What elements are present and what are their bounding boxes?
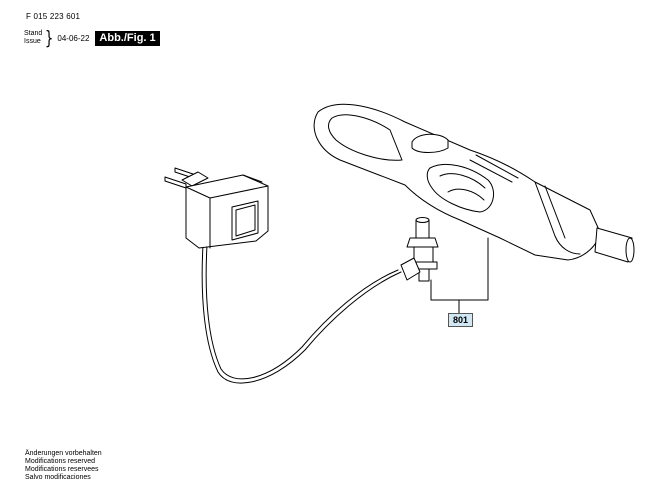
footnote: Änderungen vorbehalten Modifications res… — [25, 450, 102, 482]
stand-label: Stand — [24, 30, 43, 37]
part-number: F 015 223 601 — [26, 12, 81, 21]
power-cord — [201, 244, 402, 384]
issue-block: Stand Issue } 04-06-22 Abb./Fig. 1 — [24, 28, 160, 48]
brace-symbol: } — [45, 26, 54, 49]
issue-labels: Stand Issue — [24, 30, 42, 46]
cordless-screwdriver — [313, 103, 635, 263]
issue-date: 04-06-22 — [57, 33, 90, 43]
figure-label: Abb./Fig. 1 — [95, 30, 160, 46]
footnote-line: Modifications reserved — [25, 458, 96, 465]
power-cord-inner — [205, 244, 399, 380]
callout-801[interactable]: 801 — [448, 313, 473, 327]
charger-adapter — [164, 167, 269, 249]
callout-leader-801 — [430, 237, 489, 314]
connector-plug — [400, 217, 439, 282]
footnote-line: Änderungen vorbehalten — [25, 450, 102, 457]
footnote-line: Modifications reservees — [25, 466, 99, 473]
footnote-line: Salvo modificaciones — [25, 474, 91, 481]
issue-label: Issue — [24, 38, 41, 45]
